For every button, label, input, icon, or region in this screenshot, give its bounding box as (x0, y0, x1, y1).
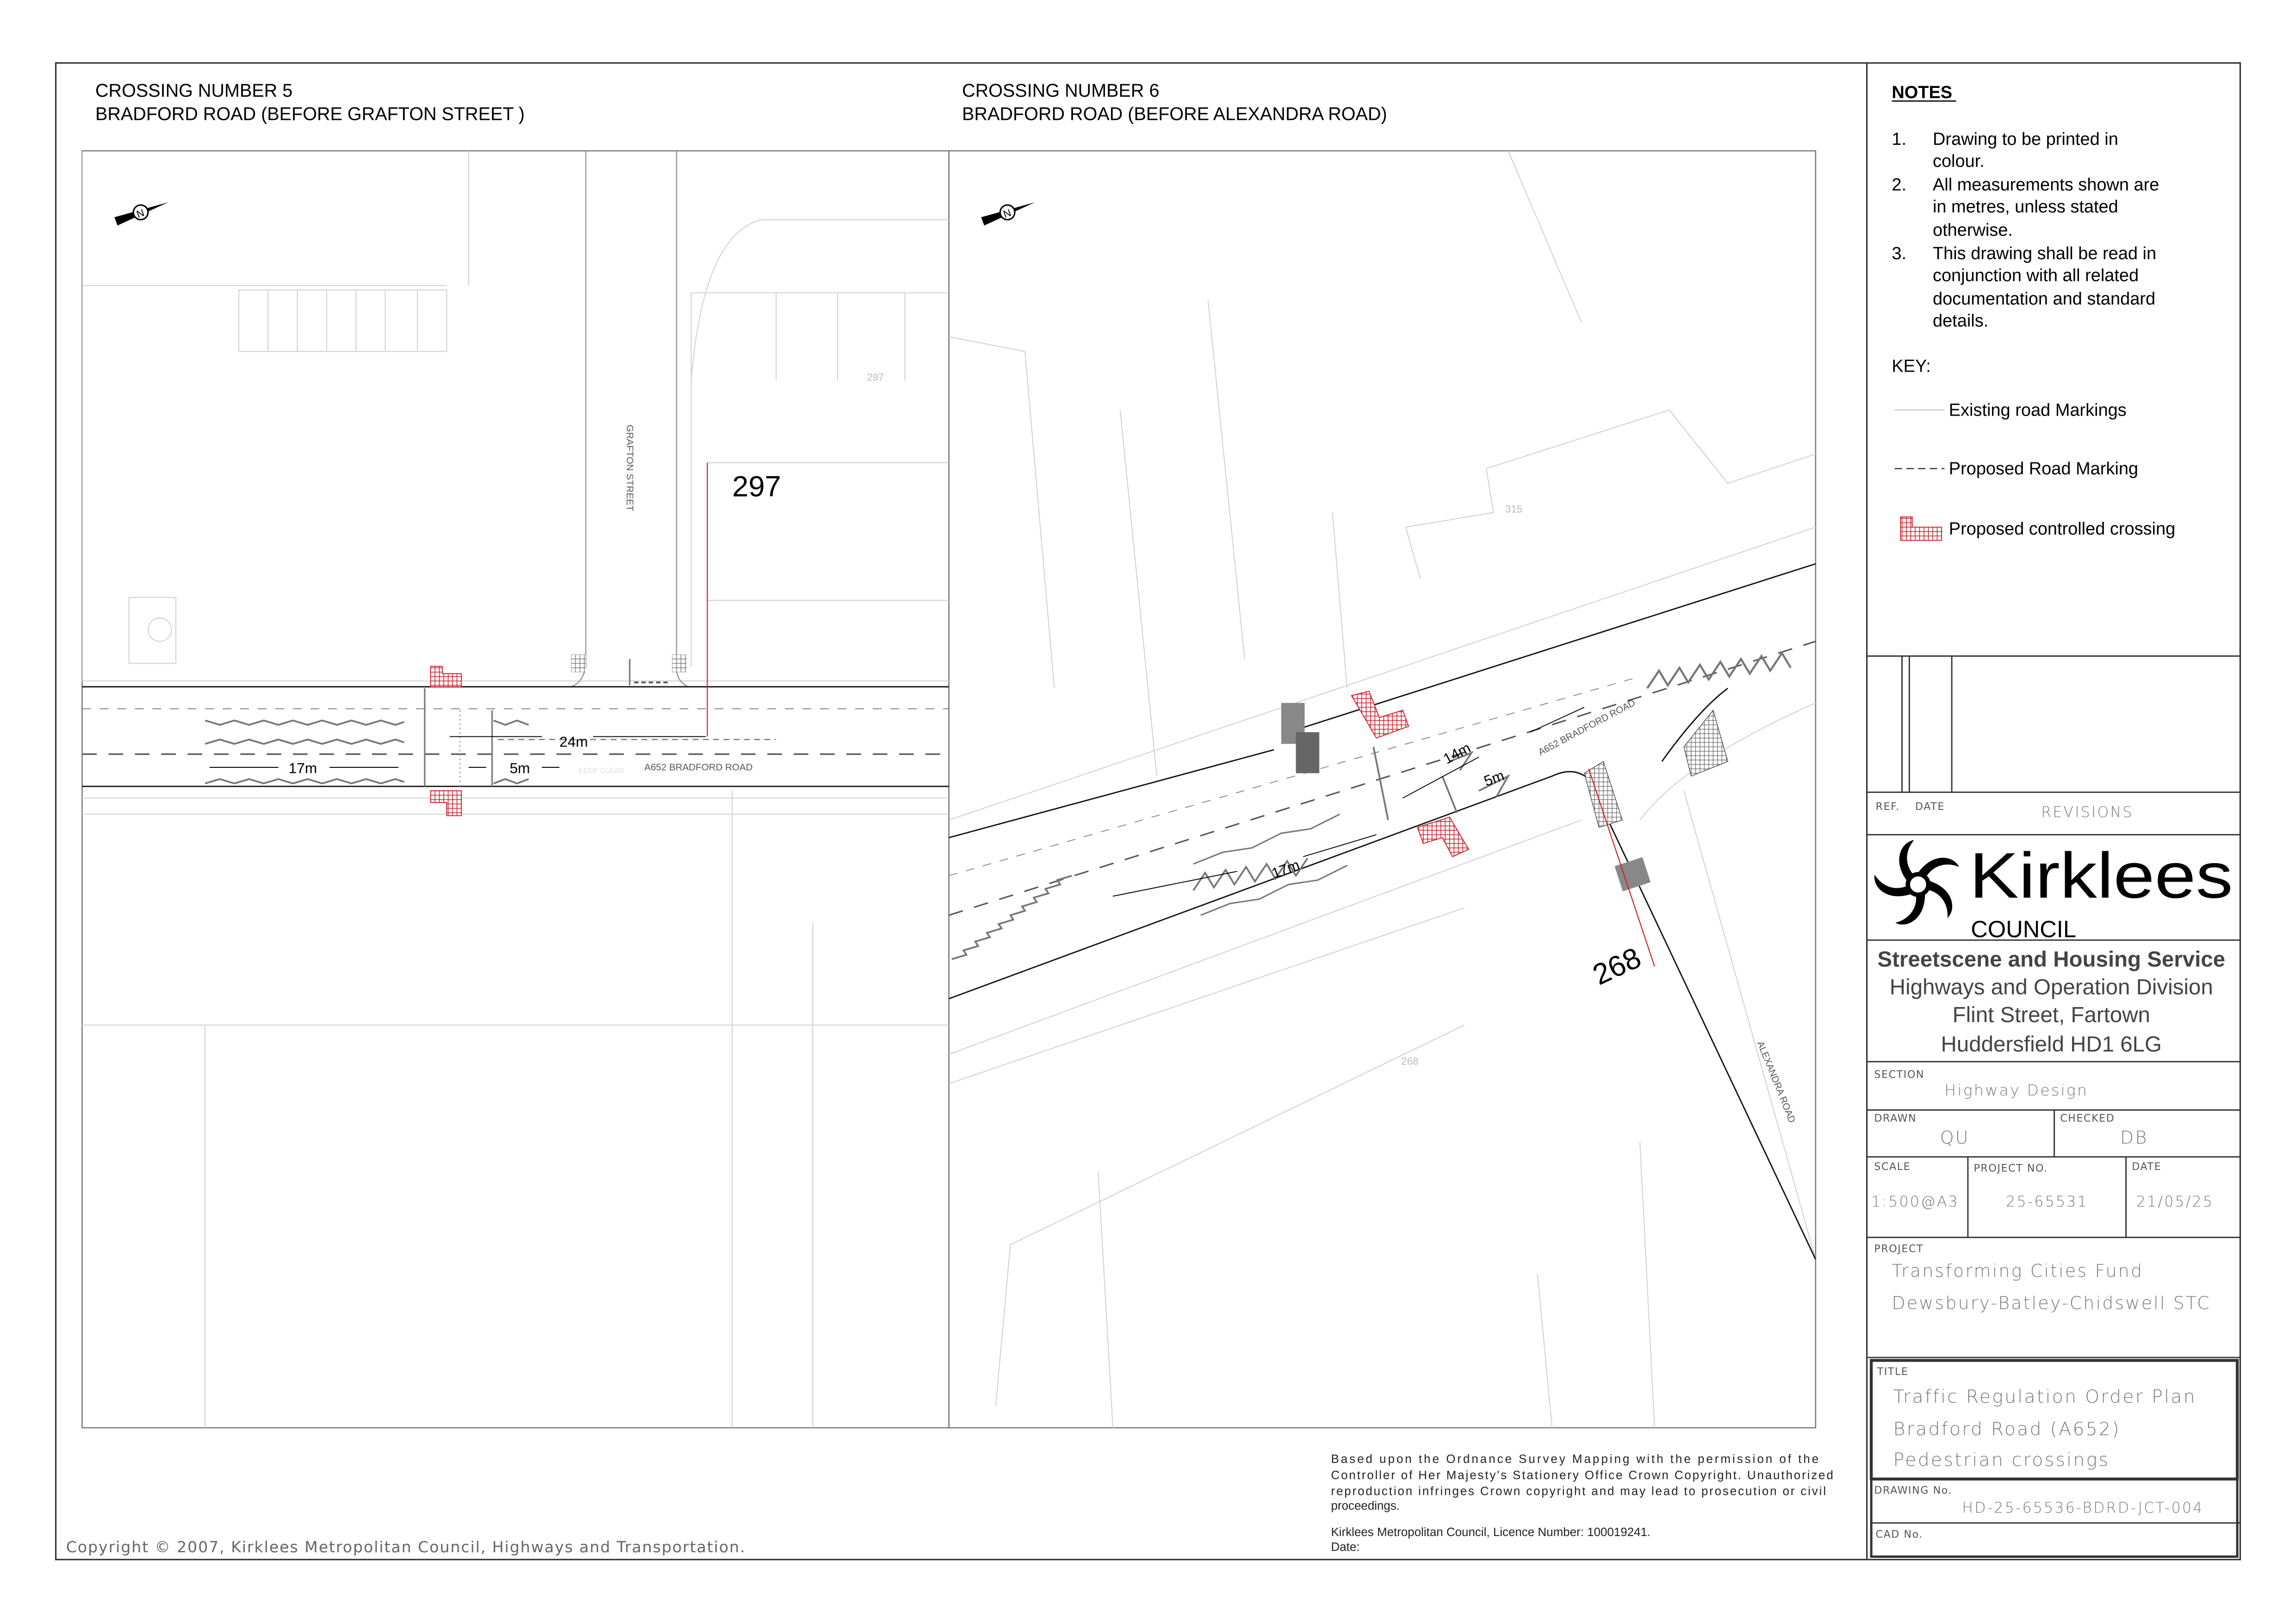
key-existing-label: Existing road Markings (1949, 401, 2127, 420)
map-crossing-6: 14m 5m 17m A652 BRADFORD ROAD ALEXANDRA … (949, 150, 1816, 1428)
drawn-label: DRAWN (1874, 1113, 1917, 1125)
section-value: Highway Design (1944, 1081, 2088, 1099)
os-date-label: Date: (1331, 1541, 1360, 1554)
note-line: details. (1933, 311, 1988, 331)
project-label: PROJECT (1874, 1243, 1924, 1255)
note-line: in metres, unless stated (1933, 197, 2118, 217)
logo-council: COUNCIL (1971, 916, 2076, 942)
project-line-1: Transforming Cities Fund (1892, 1261, 2143, 1281)
copyright-notice: Copyright © 2007, Kirklees Metropolitan … (66, 1538, 746, 1556)
note-line: This drawing shall be read in (1933, 244, 2156, 263)
north-arrow-icon: N (114, 202, 168, 226)
date-label: DATE (1915, 801, 1945, 813)
faint-number-297: 297 (867, 372, 884, 383)
crossing-6-location: BRADFORD ROAD (BEFORE ALEXANDRA ROAD) (962, 104, 1387, 124)
faint-number-268: 268 (1401, 1055, 1418, 1067)
kirklees-swirl-icon (1874, 840, 1959, 925)
note-line: otherwise. (1933, 220, 2013, 240)
note-number: 2. (1892, 175, 1906, 194)
road-label-bradford-6: A652 BRADFORD ROAD (1537, 697, 1637, 758)
date-label-2: DATE (2132, 1161, 2161, 1173)
os-notice-line: Controller of Her Majesty's Stationery O… (1331, 1469, 1833, 1482)
drawing-no-label: DRAWING No. (1874, 1484, 1952, 1496)
title-label: TITLE (1877, 1366, 1909, 1378)
note-line: Drawing to be printed in (1933, 130, 2118, 149)
revisions-label: REVISIONS (2041, 804, 2133, 821)
note-line: colour. (1933, 152, 1985, 171)
faint-number-315: 315 (1505, 503, 1522, 515)
logo-wordmark: Kirklees (1969, 840, 2233, 912)
street-label-grafton: GRAFTON STREET (625, 425, 635, 511)
address-line-1: Flint Street, Fartown (1953, 1003, 2150, 1027)
os-notice-line: reproduction infringes Crown copyright a… (1331, 1485, 1826, 1498)
project-no-label: PROJECT NO. (1974, 1162, 2048, 1174)
drawn-value: QU (1940, 1127, 1970, 1148)
dimension-24m: 24m (559, 734, 588, 750)
section-label: SECTION (1874, 1069, 1924, 1081)
title-line-2: Bradford Road (A652) (1893, 1419, 2121, 1440)
road-label-bradford-5: A652 BRADFORD ROAD (645, 762, 753, 772)
address-line-2: Huddersfield HD1 6LG (1941, 1032, 2162, 1057)
title-line-1: Traffic Regulation Order Plan (1893, 1386, 2197, 1407)
notes-list: 1. Drawing to be printed in colour. 2. A… (1892, 130, 2159, 330)
proposed-crossing-south (430, 790, 462, 816)
property-number-297: 297 (732, 471, 781, 503)
proposed-crossing-north (430, 666, 462, 687)
project-no-value: 25-65531 (2006, 1194, 2088, 1210)
proposed-crossing-south (1416, 816, 1470, 858)
svg-text:N: N (135, 207, 146, 220)
note-number: 1. (1892, 130, 1906, 149)
scale-value: 1:500@A3 (1871, 1194, 1959, 1210)
note-line: conjunction with all related (1933, 266, 2139, 286)
key-crossing-swatch (1900, 516, 1942, 541)
checked-value: DB (2120, 1127, 2148, 1148)
os-licence: Kirklees Metropolitan Council, Licence N… (1331, 1526, 1651, 1539)
key-proposed-label: Proposed Road Marking (1949, 459, 2138, 479)
dimension-5m: 5m (509, 760, 530, 777)
map-crossing-5: 17m 5m 24m A652 BRADFORD ROAD KEEP CLEAR… (82, 150, 949, 1428)
street-label-alexandra: ALEXANDRA ROAD (1755, 1039, 1798, 1124)
note-line: All measurements shown are (1933, 175, 2159, 194)
cad-no-label: CAD No. (1876, 1528, 1923, 1540)
division-name: Highways and Operation Division (1890, 975, 2213, 999)
note-line: documentation and standard (1933, 289, 2155, 309)
sheet-border (55, 62, 2241, 1561)
map-panel-crossing-5 (81, 150, 949, 1429)
os-notice-line: proceedings. (1331, 1500, 1400, 1512)
keep-clear-marking: KEEP CLEAR (578, 767, 624, 775)
property-number-268: 268 (1588, 941, 1646, 991)
os-notice-line: Based upon the Ordnance Survey Mapping w… (1331, 1453, 1819, 1466)
crossing-6-number: CROSSING NUMBER 6 (962, 81, 1159, 101)
title-line-3: Pedestrian crossings (1893, 1449, 2110, 1470)
service-name: Streetscene and Housing Service (1877, 947, 2225, 971)
scale-label: SCALE (1874, 1161, 1911, 1173)
date-value: 21/05/25 (2136, 1194, 2214, 1210)
drawing-no-value: HD-25-65536-BDRD-JCT-004 (1962, 1500, 2203, 1517)
proposed-crossing-north (1351, 691, 1409, 739)
dimension-17m: 17m (1269, 856, 1302, 882)
key-heading: KEY: (1892, 357, 1930, 376)
checked-label: CHECKED (2060, 1113, 2115, 1125)
kirklees-logo: Kirklees COUNCIL (1874, 840, 2233, 942)
north-arrow-icon: N (981, 202, 1035, 226)
project-line-2: Dewsbury-Batley-Chidswell STC (1892, 1293, 2210, 1313)
notes-heading: NOTES (1892, 83, 1952, 102)
svg-text:N: N (1002, 207, 1013, 220)
crossing-5-number: CROSSING NUMBER 5 (95, 81, 292, 101)
title-block-grid (1867, 655, 2240, 1558)
map-panel-crossing-6 (948, 150, 1817, 1429)
ref-label: REF. (1876, 801, 1900, 813)
crossing-5-location: BRADFORD ROAD (BEFORE GRAFTON STREET ) (95, 104, 525, 124)
note-number: 3. (1892, 244, 1906, 263)
dimension-17m: 17m (289, 760, 317, 777)
key-crossing-label: Proposed controlled crossing (1949, 519, 2175, 539)
